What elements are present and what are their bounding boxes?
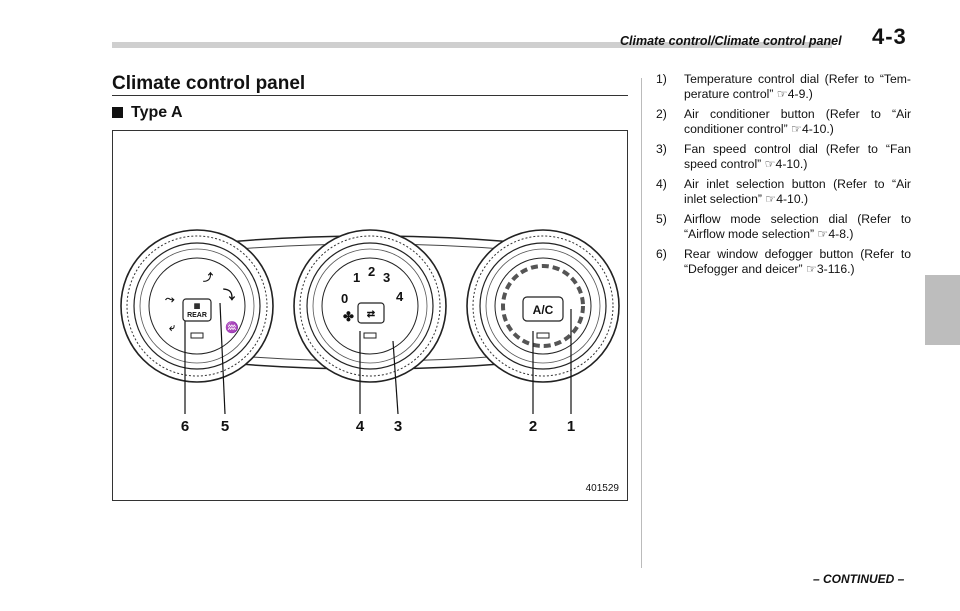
title-rule [112,95,628,96]
list-item: 2)Air conditioner button (Refer to “Air … [656,107,911,136]
callout-1: 1 [567,418,575,435]
running-header: Climate control/Climate control panel [620,34,842,48]
continued-note: – CONTINUED – [813,572,905,586]
face-vent-icon: ⤳ [165,292,175,306]
rear-defogger-icon: ▦ [194,303,201,310]
callout-2: 2 [529,418,537,435]
fan-icon: ✤ [343,309,354,324]
fan-speed-0: 0 [341,291,348,306]
defrost-icon: ♒ [225,321,239,334]
section-title: Climate control panel [112,73,306,94]
air-conditioner-button[interactable] [522,296,564,322]
subsection-label: Type A [131,104,183,121]
airflow-mode-dial: ⤴ ⤳ ⤵ ⤶ ♒ ▦ REAR [120,229,274,383]
chapter-side-tab [925,275,960,345]
column-divider [641,78,642,568]
fan-speed-3: 3 [383,270,390,285]
list-item: 3)Fan speed control dial (Refer to “Fan … [656,142,911,171]
fan-speed-1: 1 [353,270,360,285]
callout-3: 3 [394,418,402,435]
page-number: 4-3 [872,24,907,49]
ac-label: A/C [533,303,554,317]
list-item: 6)Rear window defogger button (Refer to … [656,247,911,276]
callout-leaders [184,302,572,415]
rear-label: REAR [187,312,207,319]
header-bar [112,42,832,48]
climate-panel-figure: ⤴ ⤳ ⤵ ⤶ ♒ ▦ REAR 0 1 2 3 4 ✤ ⇄ [112,130,628,501]
callout-5: 5 [221,418,229,435]
callout-4: 4 [356,418,365,435]
list-item: 5)Airflow mode selection dial (Refer to … [656,212,911,241]
feet-vent-icon: ⤵ [223,287,236,302]
climate-panel-illustration: ⤴ ⤳ ⤵ ⤶ ♒ ▦ REAR 0 1 2 3 4 ✤ ⇄ [120,229,620,435]
reference-list: 1)Temperature control dial (Refer to “Te… [656,72,911,282]
recirculation-icon: ⇄ [367,309,376,320]
list-item: 1)Temperature control dial (Refer to “Te… [656,72,911,101]
defrost-feet-icon: ⤴ [203,271,214,284]
square-bullet-icon [112,107,123,118]
list-item: 4)Air inlet selection button (Refer to “… [656,177,911,206]
rear-defogger-button[interactable] [182,298,212,322]
figure-id: 401529 [585,483,619,494]
bi-level-icon: ⤶ [169,322,176,334]
fan-speed-2: 2 [368,264,375,279]
subsection-heading: Type A [112,104,183,122]
fan-speed-dial: 0 1 2 3 4 ✤ ⇄ [293,229,447,383]
air-inlet-button[interactable] [357,302,385,324]
fan-speed-4: 4 [396,289,404,304]
callout-6: 6 [181,418,189,435]
temperature-dial: A/C [466,229,620,383]
